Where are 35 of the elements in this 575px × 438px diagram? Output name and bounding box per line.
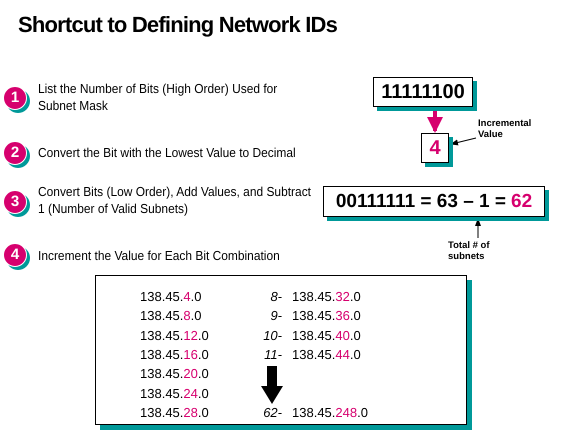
slide-title: Shortcut to Defining Network IDs [18, 12, 338, 38]
arrow [427, 109, 443, 133]
step-number-circle: 4 [3, 243, 27, 267]
step-number-circle: 1 [3, 86, 27, 110]
callout-text: Total # of subnets [448, 240, 508, 262]
step-number-circle: 3 [3, 190, 27, 214]
step-text: Convert Bits (Low Order), Add Values, and Subtract 1 (Number of Valid Subnets) [38, 183, 312, 217]
step-text: Convert the Bit with the Lowest Value to Decimal [38, 144, 297, 161]
ip-address: 138.45.8.0 [140, 308, 202, 324]
sequence-number: 10- [263, 328, 282, 344]
sequence-number: 8- [270, 289, 282, 305]
ip-address: 138.45.4.0 [140, 289, 202, 305]
ip-address: 138.45.16.0 [140, 346, 209, 363]
callout-text: Incremental Value [478, 118, 548, 140]
step-number-circle: 2 [3, 141, 27, 165]
leader-line [475, 218, 481, 238]
value-text: 11111100 [381, 81, 465, 103]
sequence-number: 9- [270, 308, 282, 324]
ip-address: 138.45.12.0 [140, 328, 209, 344]
ip-address: 138.45.24.0 [140, 386, 209, 402]
step-text: Increment the Value for Each Bit Combination [38, 247, 281, 264]
ip-address: 138.45.44.0 [292, 346, 361, 363]
ip-address: 138.45.248.0 [292, 404, 368, 421]
value-text: 00111111 = 63 – 1 = [336, 191, 506, 212]
ip-address: 138.45.32.0 [292, 289, 361, 305]
sequence-number: 62- [263, 404, 282, 421]
value-text: 4 [429, 137, 441, 159]
ip-address: 138.45.20.0 [140, 366, 209, 382]
ip-address: 138.45.40.0 [292, 328, 361, 344]
step-text: List the Number of Bits (High Order) Used for Subnet Mask [38, 80, 278, 114]
value-text: 62 [511, 191, 532, 212]
ip-address: 138.45.28.0 [140, 404, 209, 421]
ip-address: 138.45.36.0 [292, 308, 361, 324]
sequence-number: 11- [264, 346, 282, 363]
leader-line [450, 138, 476, 146]
